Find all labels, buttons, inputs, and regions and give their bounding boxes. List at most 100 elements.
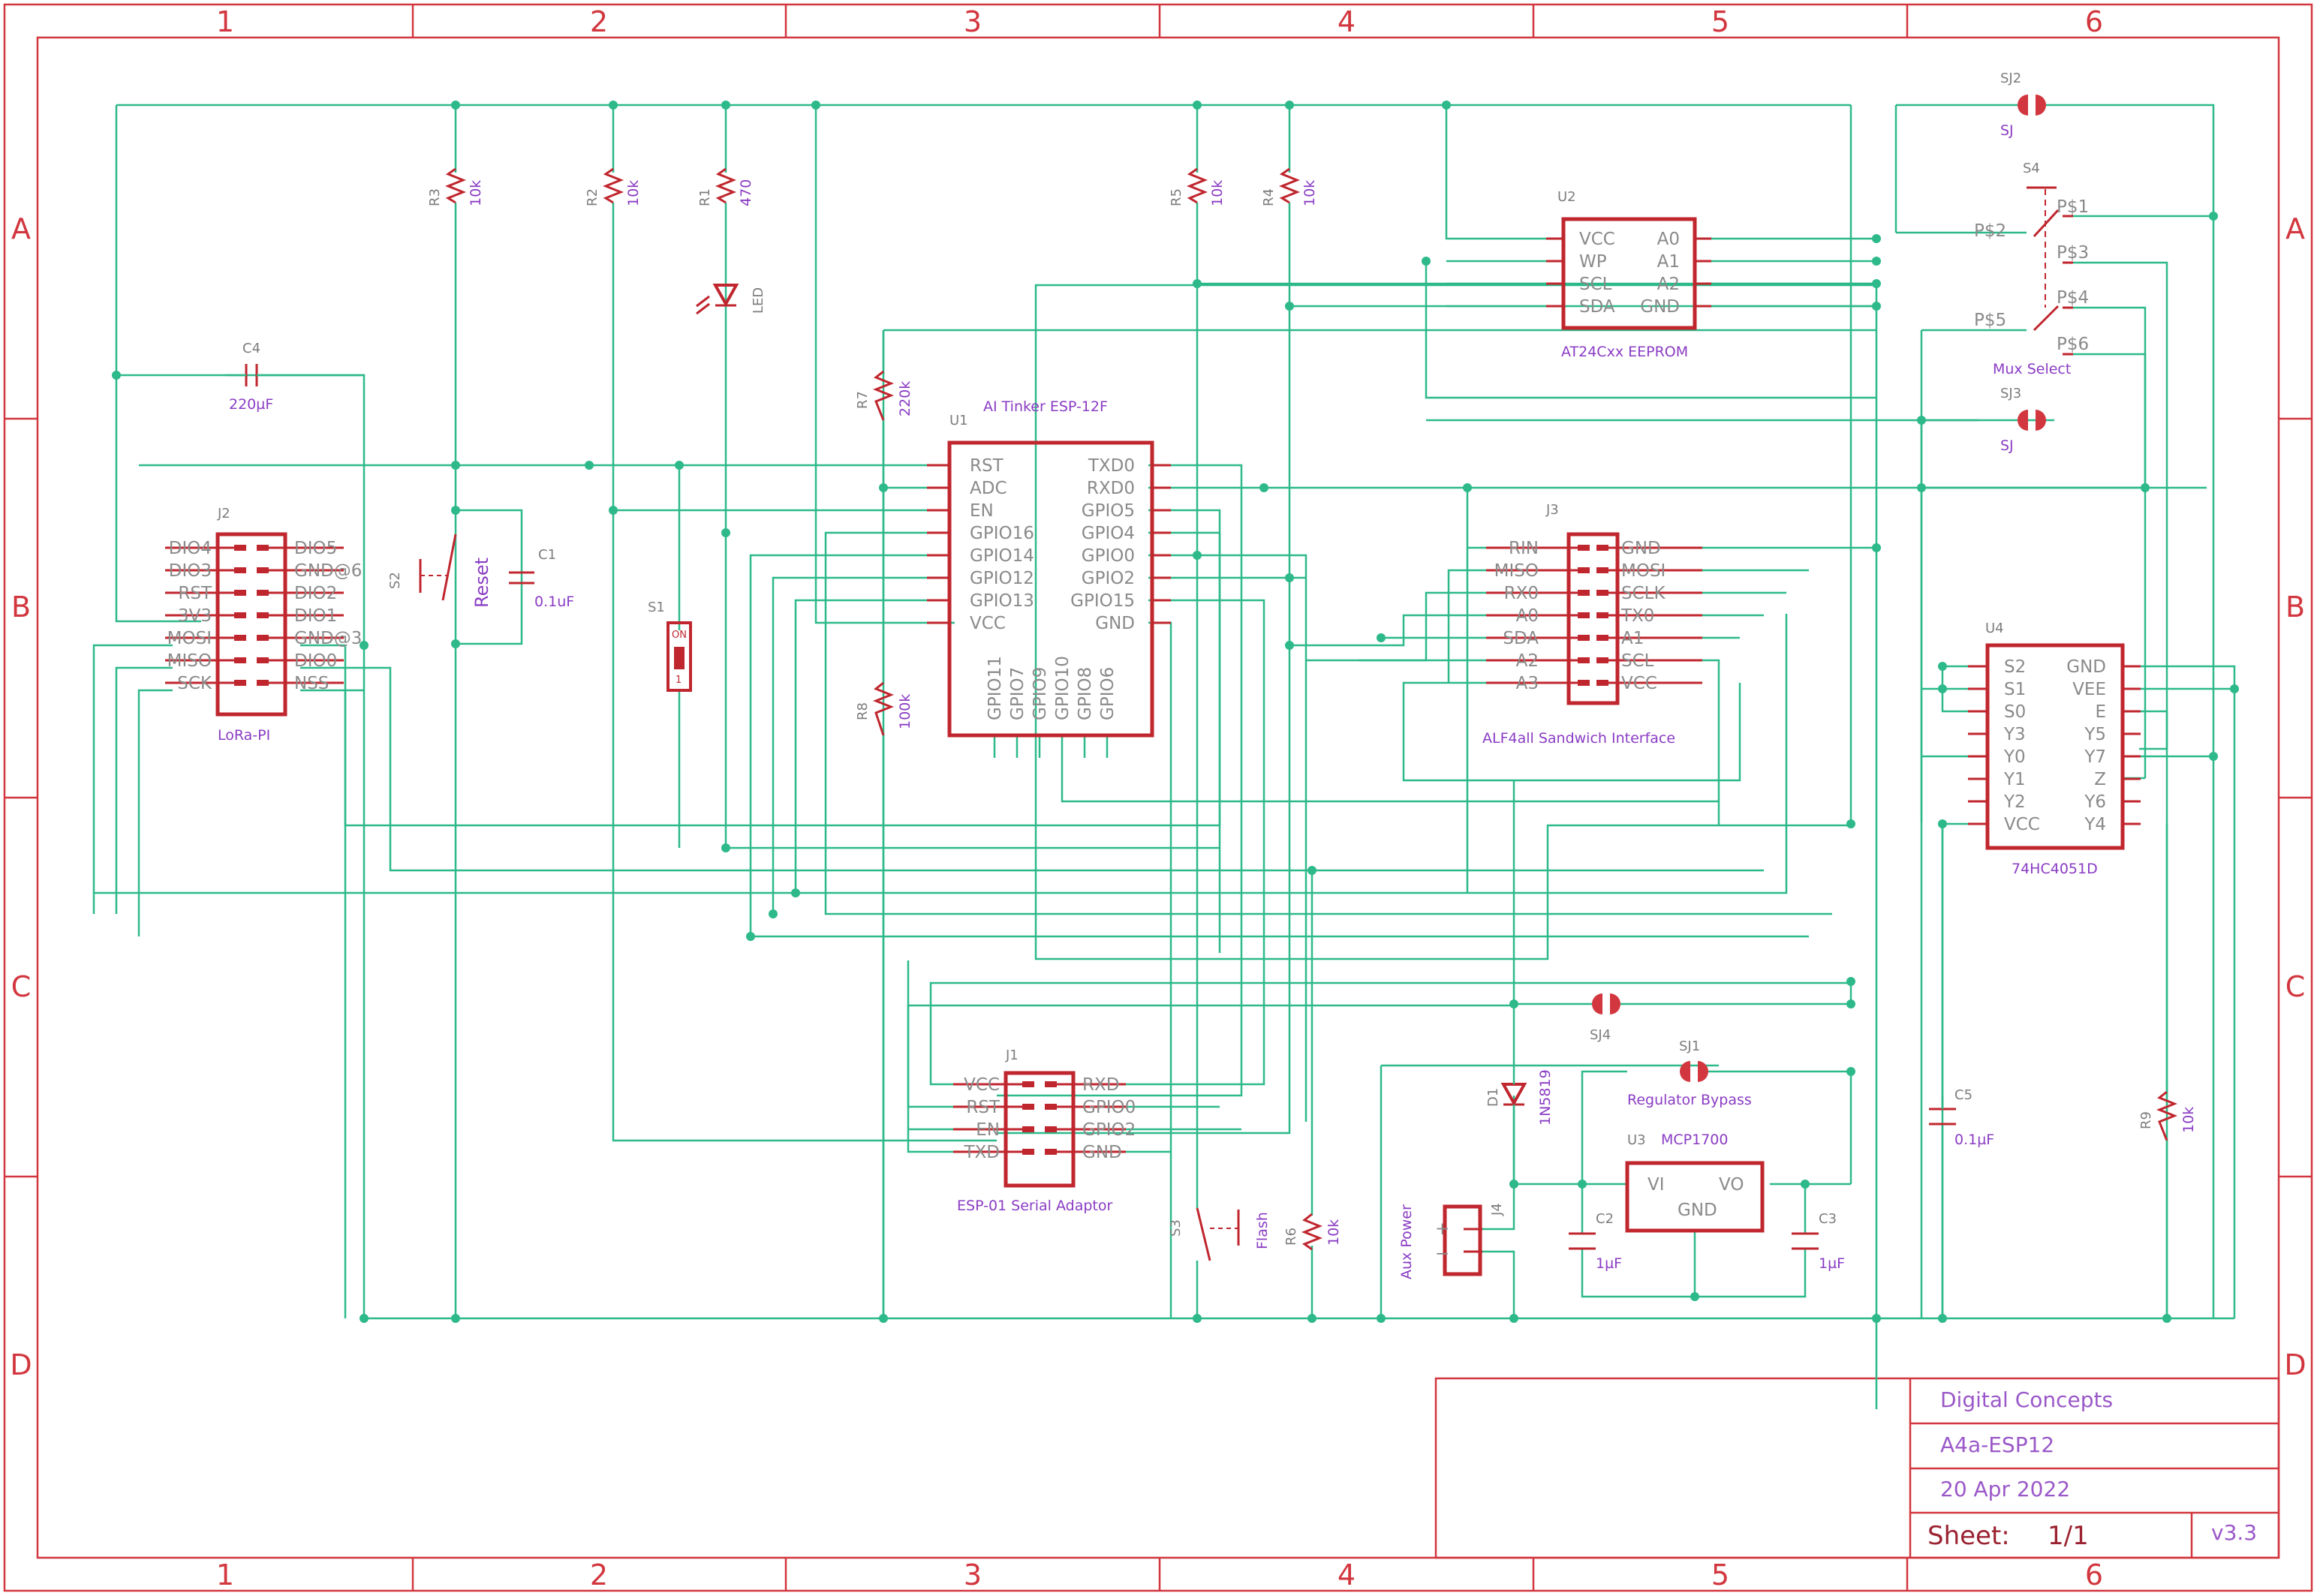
esp12f-module: U1 AI Tinker ESP-12F RSTADCENGPIO16GPIO1… — [927, 398, 1171, 738]
row-label: C — [2285, 970, 2306, 1003]
pin-label: Z — [2094, 770, 2106, 789]
pin-label: VCC — [1579, 230, 1615, 249]
pin-label: GPIO4 — [1082, 524, 1135, 543]
pin-pad — [1578, 612, 1590, 618]
c4-ref: C4 — [242, 341, 260, 356]
pin-label: EN — [976, 1120, 1000, 1140]
c5-value: 0.1µF — [1954, 1132, 1994, 1148]
r1-value: 470 — [738, 179, 754, 206]
pin-label: GPIO14 — [970, 546, 1034, 566]
s4-name: Mux Select — [1993, 361, 2071, 377]
s1-ref: S1 — [648, 600, 665, 615]
pin-pad — [1578, 567, 1590, 573]
r5-ref: R5 — [1169, 188, 1184, 206]
pin-pad — [1045, 1149, 1057, 1155]
pin-pad — [1596, 545, 1608, 551]
r6-ref: R6 — [1283, 1228, 1299, 1246]
solder-jumper-sj4: SJ4 — [1584, 993, 1629, 1043]
pin-label: GPIO0 — [1082, 1098, 1136, 1117]
s4-pin-2: P$2 — [1974, 221, 2006, 241]
column-label: 5 — [1711, 1558, 1729, 1591]
pin-pad — [234, 657, 246, 663]
pin-label: GPIO0 — [1082, 546, 1135, 566]
c2-ref: C2 — [1596, 1211, 1614, 1227]
pin-label: ADC — [970, 479, 1007, 498]
sj2-ref: SJ2 — [2000, 71, 2021, 86]
pin-label: Y6 — [2084, 792, 2106, 812]
u1-name: AI Tinker ESP-12F — [983, 398, 1108, 415]
pin-label: GPIO8 — [1076, 667, 1095, 720]
pin-label: A0 — [1516, 606, 1539, 626]
s1-position: 1 — [676, 675, 682, 686]
pin-label: GPIO9 — [1031, 667, 1050, 720]
pin-pad — [257, 635, 269, 641]
pin-label: GPIO11 — [985, 656, 1005, 720]
pin-label: VEE — [2072, 680, 2106, 699]
row-label: B — [11, 591, 31, 624]
pin-label: MISO — [1494, 561, 1539, 581]
pin-label: RST — [970, 456, 1004, 476]
u3-pin-vo: VO — [1719, 1175, 1744, 1195]
j1-name: ESP-01 Serial Adaptor — [957, 1198, 1112, 1214]
pin-pad — [257, 567, 269, 573]
solder-jumper-sj1: SJ1 Regulator Bypass — [1627, 1038, 1752, 1108]
pin-pad — [1596, 567, 1608, 573]
pin-pad — [1022, 1081, 1034, 1087]
s3-label: Flash — [1254, 1212, 1271, 1249]
d1-value: 1N5819 — [1537, 1069, 1554, 1126]
pin-label: S2 — [2004, 657, 2026, 677]
column-label: 6 — [2085, 5, 2103, 38]
column-label: 4 — [1338, 1558, 1356, 1591]
pin-label: A1 — [1621, 629, 1644, 648]
s4-pin-5: P$5 — [1974, 311, 2006, 330]
u3-pin-vi: VI — [1647, 1175, 1665, 1195]
pin-label: Y1 — [2003, 770, 2026, 789]
capacitor-c3: C3 1µF — [1792, 1211, 1845, 1272]
s4-pin-4: P$4 — [2057, 288, 2089, 308]
column-label: 3 — [964, 5, 982, 38]
u2-ref: U2 — [1557, 189, 1576, 205]
c1-ref: C1 — [538, 547, 556, 563]
pin-pad — [234, 612, 246, 618]
sj2-value: SJ — [2000, 122, 2014, 139]
resistor-r4: R4 10k — [1261, 167, 1318, 206]
solder-jumper-sj3: SJ3 SJ — [2000, 386, 2046, 454]
resistor-r8: R8 100k — [855, 681, 913, 736]
u4-ref: U4 — [1985, 621, 2004, 636]
r7-value: 220k — [897, 381, 913, 416]
pin-pad — [257, 680, 269, 686]
pin-label: VCC — [1621, 674, 1657, 693]
pin-pad — [234, 545, 246, 551]
pin-label: GND — [1621, 539, 1661, 558]
s4-pin-3: P$3 — [2057, 243, 2089, 263]
drawing-frame — [3, 3, 2313, 1592]
dip-switch-s1: ON 1 S1 — [648, 600, 692, 692]
r8-ref: R8 — [855, 702, 871, 720]
column-label: 5 — [1711, 5, 1729, 38]
pin-pad — [1045, 1081, 1057, 1087]
row-label: A — [11, 212, 31, 245]
j2-name: LoRa-PI — [218, 727, 270, 744]
r3-ref: R3 — [427, 188, 443, 206]
c5-ref: C5 — [1954, 1087, 1972, 1103]
capacitor-c2: C2 1µF — [1569, 1211, 1622, 1272]
j3-name: ALF4all Sandwich Interface — [1482, 730, 1675, 747]
r2-ref: R2 — [585, 188, 600, 206]
pin-label: GND — [1640, 297, 1680, 317]
pin-label: DIO5 — [294, 539, 337, 558]
row-label: A — [2285, 212, 2305, 245]
pin-label: Y3 — [2003, 725, 2026, 744]
pin-label: RX0 — [1504, 584, 1539, 603]
r9-value: 10k — [2180, 1107, 2197, 1133]
row-label: D — [2284, 1348, 2306, 1381]
pin-pad — [1596, 590, 1608, 596]
resistor-r3: R3 10k — [427, 167, 484, 206]
r5-value: 10k — [1209, 180, 1226, 206]
j1-ref: J1 — [1005, 1047, 1019, 1063]
pin-label: SDA — [1579, 297, 1615, 317]
